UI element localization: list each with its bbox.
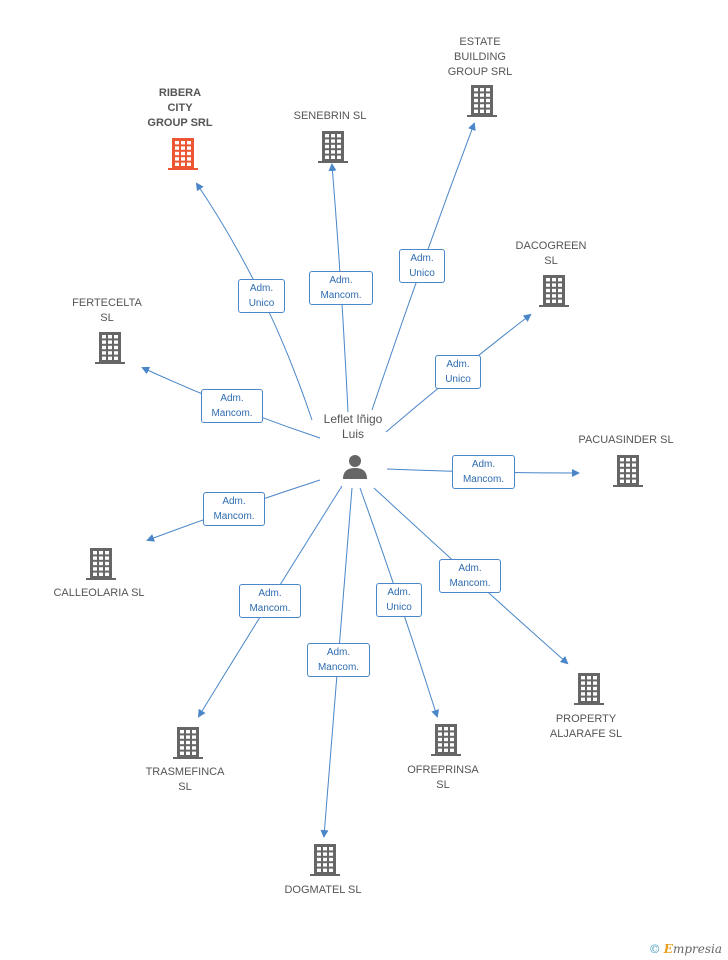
company-label-dacogreen[interactable]: DACOGREEN SL — [515, 240, 587, 267]
footer-brand: ©Empresia — [649, 942, 722, 956]
building-icon-ofreprinsa[interactable] — [431, 724, 461, 756]
company-label-fertecelta[interactable]: FERTECELTA SL — [72, 297, 142, 324]
brand-name: mpresia — [672, 942, 722, 956]
relation-badge-ofreprinsa: Adm. Unico — [376, 583, 422, 617]
relation-badge-trasmefinca: Adm. Mancom. — [239, 584, 301, 618]
building-icon-calleolaria[interactable] — [86, 548, 116, 580]
relation-badge-pacuasinder: Adm. Mancom. — [452, 455, 515, 489]
building-icon-trasmefinca[interactable] — [173, 727, 203, 759]
building-icon-pacuasinder[interactable] — [613, 455, 643, 487]
company-label-ribera[interactable]: RIBERA CITY GROUP SRL — [147, 87, 213, 129]
copyright-icon: © — [648, 942, 661, 956]
relation-badge-dacogreen: Adm. Unico — [435, 355, 481, 389]
building-icon-estate[interactable] — [467, 85, 497, 117]
company-label-ofreprinsa[interactable]: OFREPRINSA SL — [407, 764, 479, 791]
person-icon[interactable] — [341, 452, 369, 480]
relation-badge-fertecelta: Adm. Mancom. — [201, 389, 263, 423]
relation-badge-property: Adm. Mancom. — [439, 559, 501, 593]
building-icon-property[interactable] — [574, 673, 604, 705]
building-icon-dacogreen[interactable] — [539, 275, 569, 307]
relation-badge-ribera: Adm. Unico — [238, 279, 285, 313]
company-label-dogmatel[interactable]: DOGMATEL SL — [284, 884, 362, 896]
building-icon-ribera[interactable] — [168, 138, 198, 170]
relation-badge-estate: Adm. Unico — [399, 249, 445, 283]
relation-badge-calleolaria: Adm. Mancom. — [203, 492, 265, 526]
company-label-pacuasinder[interactable]: PACUASINDER SL — [578, 434, 674, 446]
relation-badge-dogmatel: Adm. Mancom. — [307, 643, 370, 677]
center-person-name[interactable]: Leflet Iñigo Luis — [323, 412, 383, 441]
building-icon-senebrin[interactable] — [318, 131, 348, 163]
building-icon-dogmatel[interactable] — [310, 844, 340, 876]
building-icon-fertecelta[interactable] — [95, 332, 125, 364]
company-label-trasmefinca[interactable]: TRASMEFINCA SL — [145, 766, 225, 793]
relation-badge-senebrin: Adm. Mancom. — [309, 271, 373, 305]
company-label-calleolaria[interactable]: CALLEOLARIA SL — [53, 587, 145, 599]
company-label-estate[interactable]: ESTATE BUILDING GROUP SRL — [447, 36, 513, 78]
company-label-senebrin[interactable]: SENEBRIN SL — [293, 110, 367, 122]
company-label-property[interactable]: PROPERTY ALJARAFE SL — [549, 713, 623, 740]
brand-initial: E — [663, 942, 673, 956]
